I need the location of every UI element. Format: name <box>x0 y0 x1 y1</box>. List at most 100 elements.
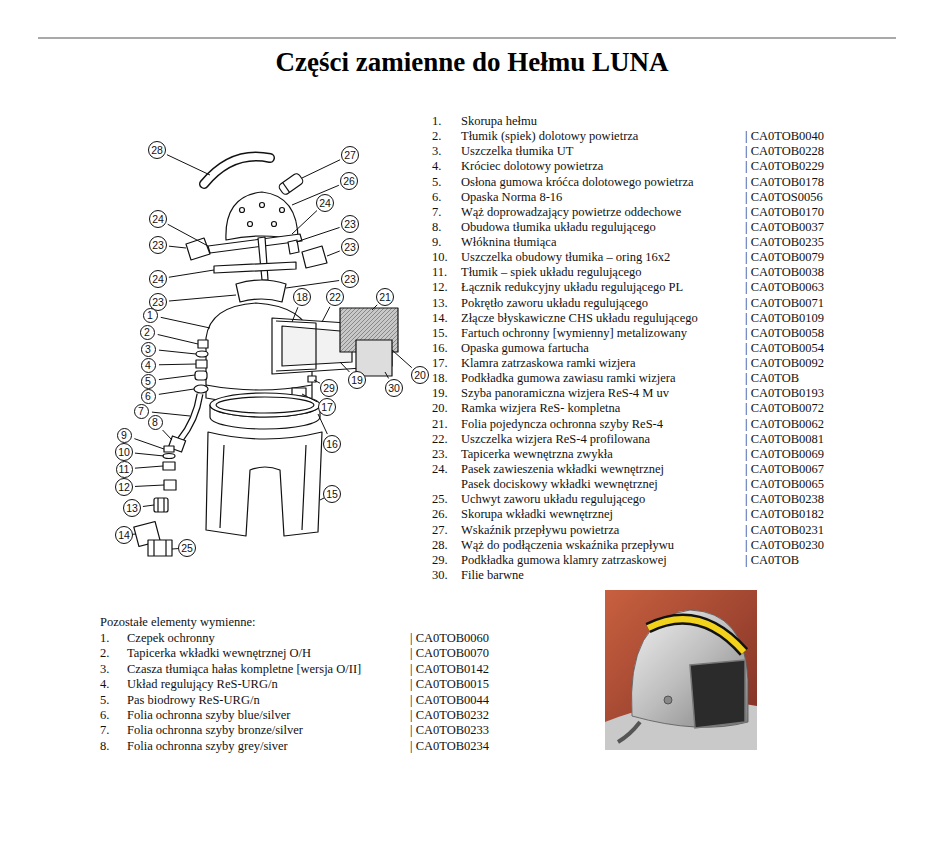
item-number: 20. <box>432 401 448 415</box>
part-name: Klamra zatrzaskowa ramki wizjera <box>461 356 636 370</box>
item-number: 1. <box>100 631 109 645</box>
callout-circle: 23 <box>149 236 167 254</box>
item-number: 11. <box>432 265 447 279</box>
callout-number: 10 <box>118 447 130 458</box>
leader-lines <box>158 335 198 344</box>
air-supply-parts <box>134 340 208 556</box>
callout-circle: 22 <box>326 288 344 306</box>
item-number: 26. <box>432 507 448 521</box>
callout-circle: 20 <box>411 366 429 384</box>
callout-circle: 11 <box>116 461 133 478</box>
air-supply-parts <box>163 462 175 470</box>
callout-number: 6 <box>145 391 151 402</box>
callout-circle: 28 <box>148 141 166 159</box>
helmet-photo <box>631 610 748 727</box>
catalog-code: | CA0TOB0037 <box>745 220 824 234</box>
part-name: Uszczelka obudowy tłumika – oring 16x2 <box>461 250 670 264</box>
leader-lines <box>161 317 210 328</box>
callout-number: 9 <box>121 430 127 441</box>
part-name: Uszczelka tłumika UT <box>461 144 573 158</box>
leader-lines <box>302 160 340 178</box>
callout-circle: 30 <box>385 379 403 397</box>
leader-lines <box>392 350 412 368</box>
callout-number: 29 <box>323 383 335 394</box>
item-number: 4. <box>432 159 441 173</box>
visor-assembly <box>356 340 392 376</box>
callout-number: 27 <box>344 150 356 161</box>
callout-number: 13 <box>126 503 138 514</box>
item-number: 6. <box>100 708 109 722</box>
catalog-code: | CA0TOB0238 <box>745 492 824 506</box>
callout-number: 11 <box>119 464 130 475</box>
catalog-code: | CA0TOB0063 <box>745 280 824 294</box>
air-supply-parts <box>180 394 200 440</box>
callout-number: 21 <box>379 292 391 303</box>
catalog-code: | CA0TOB0071 <box>745 296 824 310</box>
flow-hose <box>204 156 270 184</box>
leader-lines <box>134 439 164 449</box>
air-supply-parts <box>196 360 207 368</box>
helmet-photo <box>648 619 744 652</box>
callout-circle: 23 <box>341 215 359 233</box>
item-number: 30. <box>432 568 448 582</box>
top-rule <box>38 38 896 39</box>
item-number: 15. <box>432 326 448 340</box>
item-number: 5. <box>432 175 441 189</box>
catalog-code: | CA0TOB0109 <box>745 311 824 325</box>
item-number: 10. <box>432 250 448 264</box>
part-name: Króciec dolotowy powietrza <box>461 159 603 173</box>
item-number: 4. <box>100 677 109 691</box>
callout-circle: 9 <box>117 428 132 443</box>
callout-number: 23 <box>344 219 356 230</box>
part-name: Układ regulujący ReS-URG/n <box>127 677 278 691</box>
air-supply-parts <box>148 540 172 556</box>
padding <box>186 238 210 260</box>
callout-number: 20 <box>414 370 426 381</box>
catalog-code: | CA0TOB0015 <box>410 677 489 691</box>
item-number: 16. <box>432 341 448 355</box>
air-supply-parts <box>196 351 208 357</box>
callout-number: 5 <box>145 376 151 387</box>
item-number: 2. <box>432 129 441 143</box>
air-supply-parts <box>163 454 175 459</box>
catalog-code: | CA0TOB0234 <box>410 739 489 753</box>
air-supply-parts <box>198 340 208 348</box>
item-number: 6. <box>432 190 441 204</box>
part-name: Pas biodrowy ReS-URG/n <box>127 693 260 707</box>
catalog-code: | CA0TOB0040 <box>745 129 824 143</box>
callout-number: 24 <box>152 274 164 285</box>
part-name: Szyba panoramiczna wizjera ReS-4 M uv <box>461 386 669 400</box>
catalog-code: | CA0TOB0054 <box>745 341 824 355</box>
suspension-straps <box>258 237 268 280</box>
part-name: Wąż do podłączenia wskaźnika przepływu <box>461 538 674 552</box>
catalog-code: | CA0TOB0178 <box>745 175 824 189</box>
part-name: Ramka wizjera ReS- kompletna <box>461 401 620 415</box>
helmet-photo <box>605 590 757 750</box>
part-name: Filie barwne <box>461 568 524 582</box>
callout-number: 22 <box>329 292 341 303</box>
part-name: Folia ochronna szyby blue/silver <box>127 708 291 722</box>
item-number: 25. <box>432 492 448 506</box>
part-name: Wąż doprowadzający powietrze oddechowe <box>461 205 681 219</box>
callout-number: 1 <box>147 310 153 321</box>
callout-number: 16 <box>326 439 338 450</box>
leader-lines <box>135 466 163 468</box>
leader-lines <box>168 224 208 246</box>
callout-circle: 2 <box>140 325 155 340</box>
leader-lines <box>318 414 327 434</box>
part-name: Uszczelka wizjera ReS-4 profilowana <box>461 432 650 446</box>
catalog-code: | CA0TOB0060 <box>410 631 489 645</box>
catalog-code: | CA0TOB0062 <box>745 417 824 431</box>
callout-number: 28 <box>151 145 163 156</box>
item-number: 13. <box>432 296 448 310</box>
part-name: Fartuch ochronny [wymienny] metalizowany <box>461 326 687 340</box>
suspension-straps <box>208 234 302 280</box>
part-name: Tapicerka wkładki wewnętrznej O/H <box>127 646 311 660</box>
part-name: Opaska gumowa fartucha <box>461 341 589 355</box>
apron-band <box>210 393 320 417</box>
item-number: 29. <box>432 553 448 567</box>
callout-circle: 3 <box>141 342 156 357</box>
item-number: 9. <box>432 235 441 249</box>
catalog-code: | CA0TOB0081 <box>745 432 824 446</box>
callout-number: 30 <box>388 383 400 394</box>
